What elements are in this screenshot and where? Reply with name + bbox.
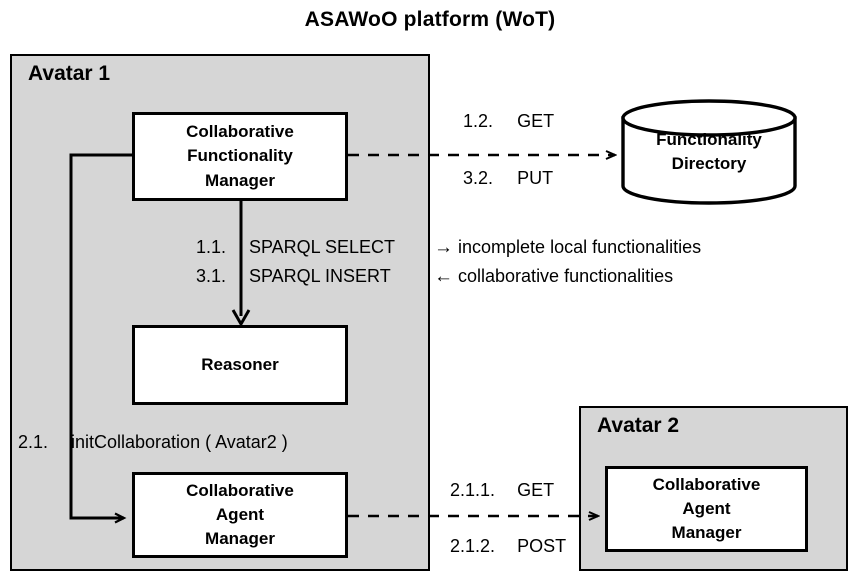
message-number: 3.2.: [463, 168, 494, 188]
box-collaborative-functionality-manager[interactable]: Collaborative Functionality Manager: [132, 112, 348, 201]
sparql-label-1-1-number: 1.1.: [196, 237, 227, 257]
box-line-3: Manager: [205, 170, 275, 190]
arrow-right-icon: →: [434, 237, 453, 258]
avatar-2-title: Avatar 2: [597, 414, 680, 437]
message-number: 2.1.1.: [450, 480, 496, 500]
message-label-1-2: 1.2. GET: [463, 110, 554, 133]
box-line-3: Manager: [205, 529, 275, 549]
sparql-description-text: collaborative functionalities: [458, 266, 674, 286]
box-line-1: Collaborative: [652, 474, 761, 494]
arrow-left-icon: ←: [434, 266, 453, 287]
box-line-2: Agent: [215, 504, 265, 524]
box-line-2: Functionality: [187, 146, 293, 166]
message-verb: PUT: [517, 168, 554, 188]
sparql-description-text: incomplete local functionalities: [458, 237, 702, 257]
box-line-1: Collaborative: [186, 122, 294, 142]
box-line-1: Collaborative: [186, 480, 294, 500]
box-collaborative-agent-manager-avatar2[interactable]: Collaborative Agent Manager: [605, 466, 808, 552]
box-line-2: Agent: [682, 498, 731, 518]
sparql-label-1-1-operation: SPARQL SELECT: [249, 237, 396, 257]
functionality-directory-label: Functionality Directory: [623, 128, 795, 176]
init-collaboration-number: 2.1.: [18, 432, 49, 452]
avatar-1-title: Avatar 1: [28, 62, 111, 85]
box-line-3: Manager: [671, 523, 742, 543]
message-verb: GET: [517, 480, 555, 500]
sparql-label-3-1-description: ← collaborative functionalities: [434, 265, 673, 289]
sparql-label-3-1-operation: SPARQL INSERT: [249, 266, 391, 286]
page-title: ASAWoO platform (WoT): [304, 8, 556, 31]
message-label-3-2: 3.2. PUT: [463, 167, 553, 190]
sparql-label-1-1-description: → incomplete local functionalities: [434, 236, 701, 260]
message-verb: POST: [517, 536, 567, 556]
box-reasoner[interactable]: Reasoner: [132, 325, 348, 405]
box-collaborative-agent-manager-avatar1[interactable]: Collaborative Agent Manager: [132, 472, 348, 558]
init-collaboration-label: initCollaboration ( Avatar2 ): [71, 432, 288, 452]
message-label-2-1-1: 2.1.1. GET: [450, 479, 554, 502]
sparql-label-3-1-number: 3.1.: [196, 266, 227, 286]
message-number: 2.1.2.: [450, 536, 496, 556]
message-number: 1.2.: [463, 111, 494, 131]
message-verb: GET: [517, 111, 555, 131]
directory-line-2: Directory: [671, 154, 747, 174]
directory-line-1: Functionality: [656, 130, 762, 149]
box-line-1: Reasoner: [201, 354, 279, 374]
message-label-2-1-2: 2.1.2. POST: [450, 535, 566, 558]
